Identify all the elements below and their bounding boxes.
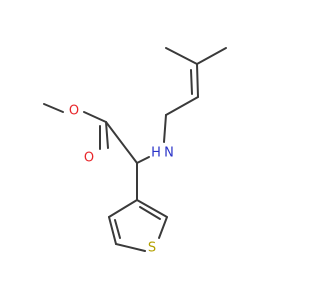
bond-alkene xyxy=(196,63,199,98)
hydrogen-amine-label: H xyxy=(151,146,161,161)
sulfur-thiophene-label: S xyxy=(148,241,156,256)
bond-methyl-left xyxy=(165,47,198,65)
bond-methyl-right xyxy=(196,47,227,65)
oxygen-carbonyl-label: O xyxy=(84,151,94,166)
bond-thiophene-c4-c3 xyxy=(108,199,138,218)
oxygen-methoxy-label: O xyxy=(69,104,79,119)
molecule-structure: O O N H S xyxy=(43,47,227,256)
bond-thiophene-c3-c2-inner xyxy=(139,206,161,220)
bond-carbonyl-o-a xyxy=(105,121,109,149)
bond-thiophene-c2-s xyxy=(158,216,168,239)
bond-thiophene-c5-c4 xyxy=(108,216,117,245)
bond-thiophene-s-c5 xyxy=(115,243,146,252)
bond-o-carbonyl-c xyxy=(83,111,107,123)
bond-methyl-o xyxy=(43,103,64,113)
bond-carbonyl-alpha xyxy=(105,121,138,164)
nitrogen-amine-label: N xyxy=(164,146,174,161)
bond-thiophene-c5-c4-inner xyxy=(114,219,121,239)
bond-vinyl-ch2 xyxy=(165,96,199,116)
bond-ch2-n xyxy=(163,114,167,143)
bond-thiophene-c3-c2 xyxy=(136,199,168,218)
bond-n-alpha xyxy=(136,156,150,164)
bond-alkene-second-line xyxy=(190,69,193,95)
